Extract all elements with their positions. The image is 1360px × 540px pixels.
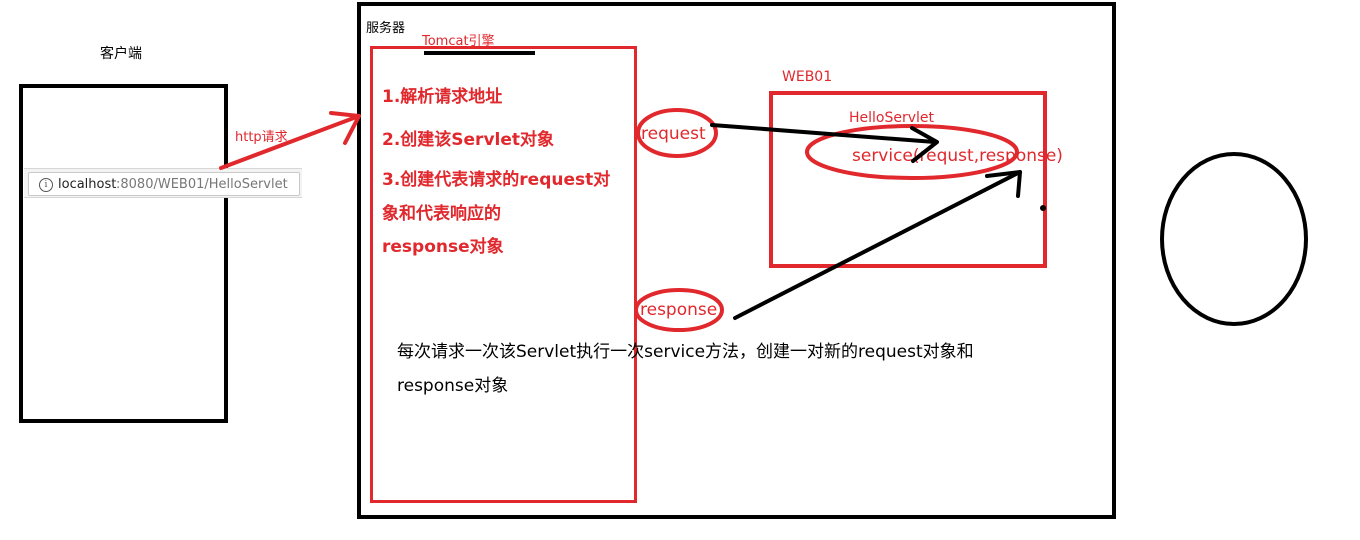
server-box bbox=[357, 2, 1116, 519]
response-label: response bbox=[640, 300, 718, 320]
browser-address-bar: i localhost :8080/WEB01/HelloServlet bbox=[24, 168, 302, 198]
web01-box bbox=[769, 91, 1047, 268]
request-to-service-arrow bbox=[710, 123, 939, 163]
url-host: localhost bbox=[58, 177, 117, 192]
response-ellipse bbox=[634, 288, 724, 332]
step-create-request-response-line2: 象和代表响应的 bbox=[382, 204, 501, 224]
web01-label: WEB01 bbox=[782, 69, 833, 85]
http-request-arrow bbox=[219, 111, 361, 170]
client-box bbox=[19, 84, 228, 423]
request-ellipse bbox=[636, 108, 718, 158]
step-parse-address: 1.解析请求地址 bbox=[382, 87, 503, 107]
url-path: :8080/WEB01/HelloServlet bbox=[116, 177, 288, 192]
address-input[interactable]: i localhost :8080/WEB01/HelloServlet bbox=[28, 172, 300, 196]
client-label: 客户端 bbox=[100, 46, 142, 62]
http-request-label: http请求 bbox=[235, 130, 288, 145]
note-line-1: 每次请求一次该Servlet执行一次service方法，创建一对新的reques… bbox=[397, 342, 974, 362]
response-from-service-arrow bbox=[733, 170, 1022, 320]
stray-dot bbox=[1040, 205, 1046, 211]
request-label: request bbox=[641, 124, 706, 144]
step-create-request-response: 3.创建代表请求的request对 bbox=[382, 170, 611, 190]
tomcat-engine-box bbox=[370, 46, 637, 503]
hello-servlet-label: HelloServlet bbox=[849, 110, 935, 126]
server-label: 服务器 bbox=[366, 21, 406, 36]
step-create-servlet: 2.创建该Servlet对象 bbox=[382, 130, 555, 150]
step-create-request-response-line3: response对象 bbox=[382, 237, 504, 257]
right-circle bbox=[1160, 152, 1308, 326]
info-icon[interactable]: i bbox=[39, 178, 53, 192]
tomcat-engine-label: Tomcat引擎 bbox=[422, 34, 495, 49]
note-line-2: response对象 bbox=[397, 376, 509, 396]
